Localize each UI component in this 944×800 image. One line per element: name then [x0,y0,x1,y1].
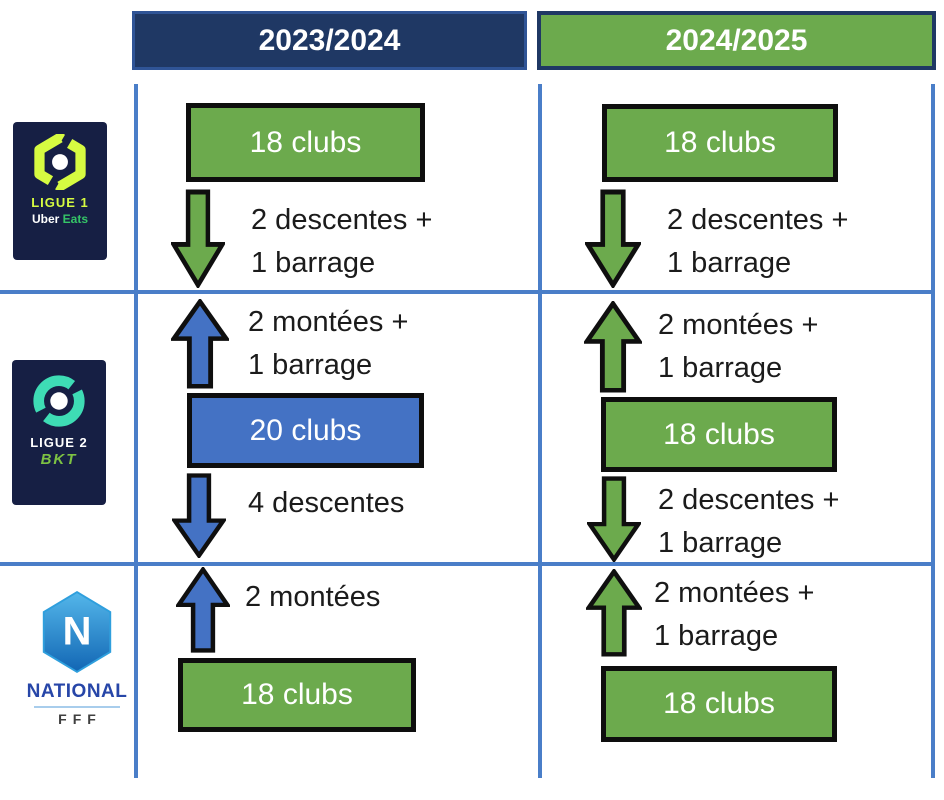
grid-line-vertical-left [134,84,138,778]
national-2023-promotion-label: 2 montées [245,581,381,613]
ligue2-2023-promotion-label: 2 montées +1 barrage [248,306,409,381]
national-hexagon-icon: N [42,590,112,674]
national-logo-title: NATIONAL [26,681,128,702]
svg-text:N: N [63,609,92,653]
ligue2-2024-clubs-box: 18 clubs [601,397,837,472]
ligue2-2023-relegation-arrow-icon [172,473,226,558]
ligue2-2024-promotion-arrow-icon [584,301,642,393]
ligue2-2024-relegation-arrow-icon [587,476,641,562]
national-federation-label: FFF [58,711,102,727]
national-2024-clubs-box: 18 clubs [601,666,837,742]
grid-line-vertical-right [931,84,935,778]
ligue1-logo-title: LIGUE 1 [31,195,89,210]
ligue2-2024-relegation-label: 2 descentes +1 barrage [658,484,840,559]
ligue1-2023-relegation-arrow-icon [171,189,225,288]
ligue1-crest-icon [34,134,86,190]
ligue1-2023-relegation-label: 2 descentes +1 barrage [251,204,433,279]
ligue2-2023-clubs-box: 20 clubs [187,393,424,468]
ligue2-2023-promotion-arrow-icon [171,299,229,389]
national-2024-promotion-label: 2 montées +1 barrage [654,577,815,652]
ligue1-sponsor-label: Uber Eats [31,212,89,226]
ligue2-2024-promotion-label: 2 montées +1 barrage [658,309,819,384]
national-2023-promotion-arrow-icon [176,567,230,653]
ligue2-logo-title: LIGUE 2 [30,435,88,450]
national-2024-promotion-arrow-icon [586,569,642,657]
national-2023-clubs-box: 18 clubs [178,658,416,732]
season-header-2024-2025: 2024/2025 [537,11,936,70]
grid-line-vertical-middle [538,84,542,778]
grid-line-horizontal-ligue1-ligue2 [0,290,935,294]
season-header-2023-2024: 2023/2024 [132,11,527,70]
ligue1-2024-clubs-box: 18 clubs [602,104,838,182]
ligue2-sponsor-label: BKT [40,451,78,468]
ligue1-2023-clubs-box: 18 clubs [186,103,425,182]
grid-line-horizontal-ligue2-national [0,562,935,566]
ligue1-2024-relegation-arrow-icon [585,189,641,288]
ligue1-2024-relegation-label: 2 descentes +1 barrage [667,204,849,279]
national-logo-divider [34,706,120,708]
ligue2-crest-icon [33,375,85,427]
ligue2-2023-relegation-label: 4 descentes [248,487,405,519]
ligue2-logo: LIGUE 2 BKT [12,360,106,505]
national-logo: N NATIONAL FFF [20,590,134,727]
ligue1-logo: LIGUE 1 Uber Eats [13,122,107,260]
